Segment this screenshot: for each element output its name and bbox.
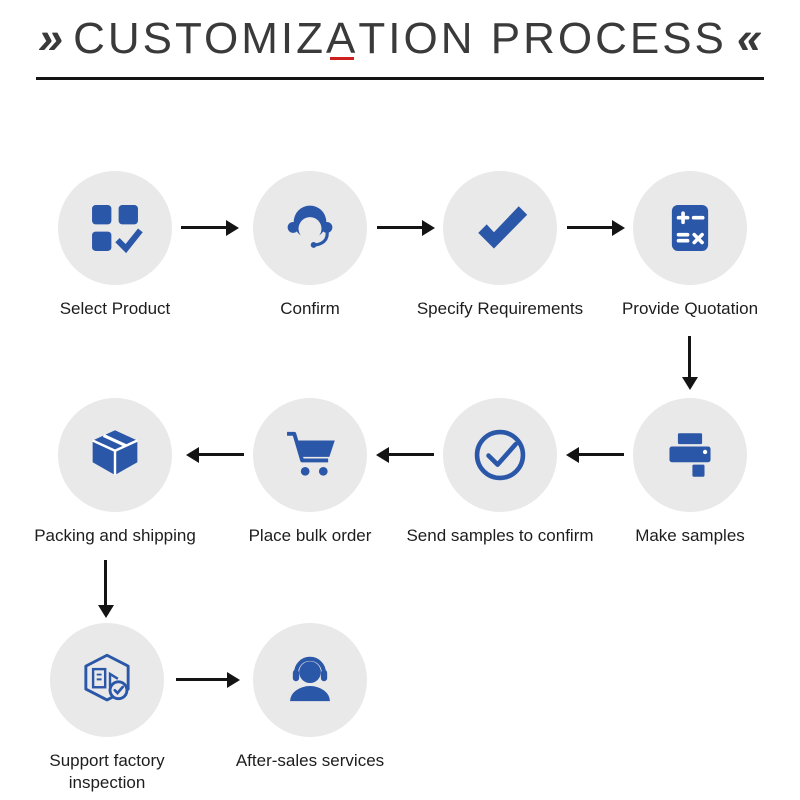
customer-service-icon — [287, 205, 333, 248]
right-double-angle-mark: « — [736, 12, 762, 63]
step-after-sales-services: After-sales services — [210, 623, 410, 772]
shopping-cart-icon — [287, 431, 335, 476]
title-text-accent: A — [326, 14, 359, 63]
step-circle — [633, 398, 747, 512]
arrow-packing-down-to-inspection — [104, 560, 107, 606]
arrow-quotation-down-to-samples — [688, 336, 691, 378]
step-provide-quotation: Provide Quotation — [590, 171, 790, 320]
checkmark-icon — [478, 206, 528, 249]
left-double-angle-mark: » — [38, 12, 64, 63]
step-circle — [50, 623, 164, 737]
arrow-inspection-to-aftersales — [176, 678, 228, 681]
step-label: Send samples to confirm — [406, 526, 594, 545]
step-circle — [443, 171, 557, 285]
step-circle — [58, 398, 172, 512]
step-circle — [633, 171, 747, 285]
arrow-specify-to-quotation — [567, 226, 613, 229]
step-label: Make samples — [635, 526, 745, 545]
step-circle — [253, 623, 367, 737]
step-label: Support factory inspection — [49, 751, 165, 793]
page-title: »CUSTOMIZATION PROCESS« — [0, 12, 800, 64]
calculator-icon — [671, 205, 709, 251]
arrow-bulk-order-to-packing — [198, 453, 244, 456]
step-label: Confirm — [280, 299, 340, 318]
arrow-send-to-bulk-order — [388, 453, 434, 456]
step-circle — [443, 398, 557, 512]
step-label: After-sales services — [235, 751, 385, 770]
title-divider-line — [36, 77, 764, 80]
step-packing-and-shipping: Packing and shipping — [15, 398, 215, 547]
arrow-confirm-to-specify — [377, 226, 423, 229]
step-make-samples: Make samples — [590, 398, 790, 547]
arrow-select-to-confirm — [181, 226, 227, 229]
printer-icon — [669, 433, 711, 477]
product-grid-check-icon — [92, 205, 143, 254]
headset-person-icon — [290, 656, 330, 702]
package-box-icon — [92, 430, 138, 475]
step-circle — [58, 171, 172, 285]
step-label: Specify Requirements — [416, 299, 584, 318]
step-support-factory-inspection: Support factory inspection — [7, 623, 207, 794]
step-circle — [253, 398, 367, 512]
factory-inspection-icon — [84, 653, 130, 702]
step-place-bulk-order: Place bulk order — [210, 398, 410, 547]
step-send-samples-to-confirm: Send samples to confirm — [400, 398, 600, 547]
step-label: Select Product — [59, 299, 171, 318]
step-label: Packing and shipping — [34, 526, 196, 545]
step-confirm: Confirm — [210, 171, 410, 320]
step-circle — [253, 171, 367, 285]
title-text-pre: CUSTOMIZ — [73, 14, 327, 63]
step-select-product: Select Product — [15, 171, 215, 320]
circle-check-icon — [474, 429, 526, 481]
arrow-samples-to-send — [578, 453, 624, 456]
step-specify-requirements: Specify Requirements — [400, 171, 600, 320]
title-text-post: TION PROCESS — [358, 14, 727, 63]
step-label: Provide Quotation — [621, 299, 759, 318]
step-label: Place bulk order — [248, 526, 372, 545]
